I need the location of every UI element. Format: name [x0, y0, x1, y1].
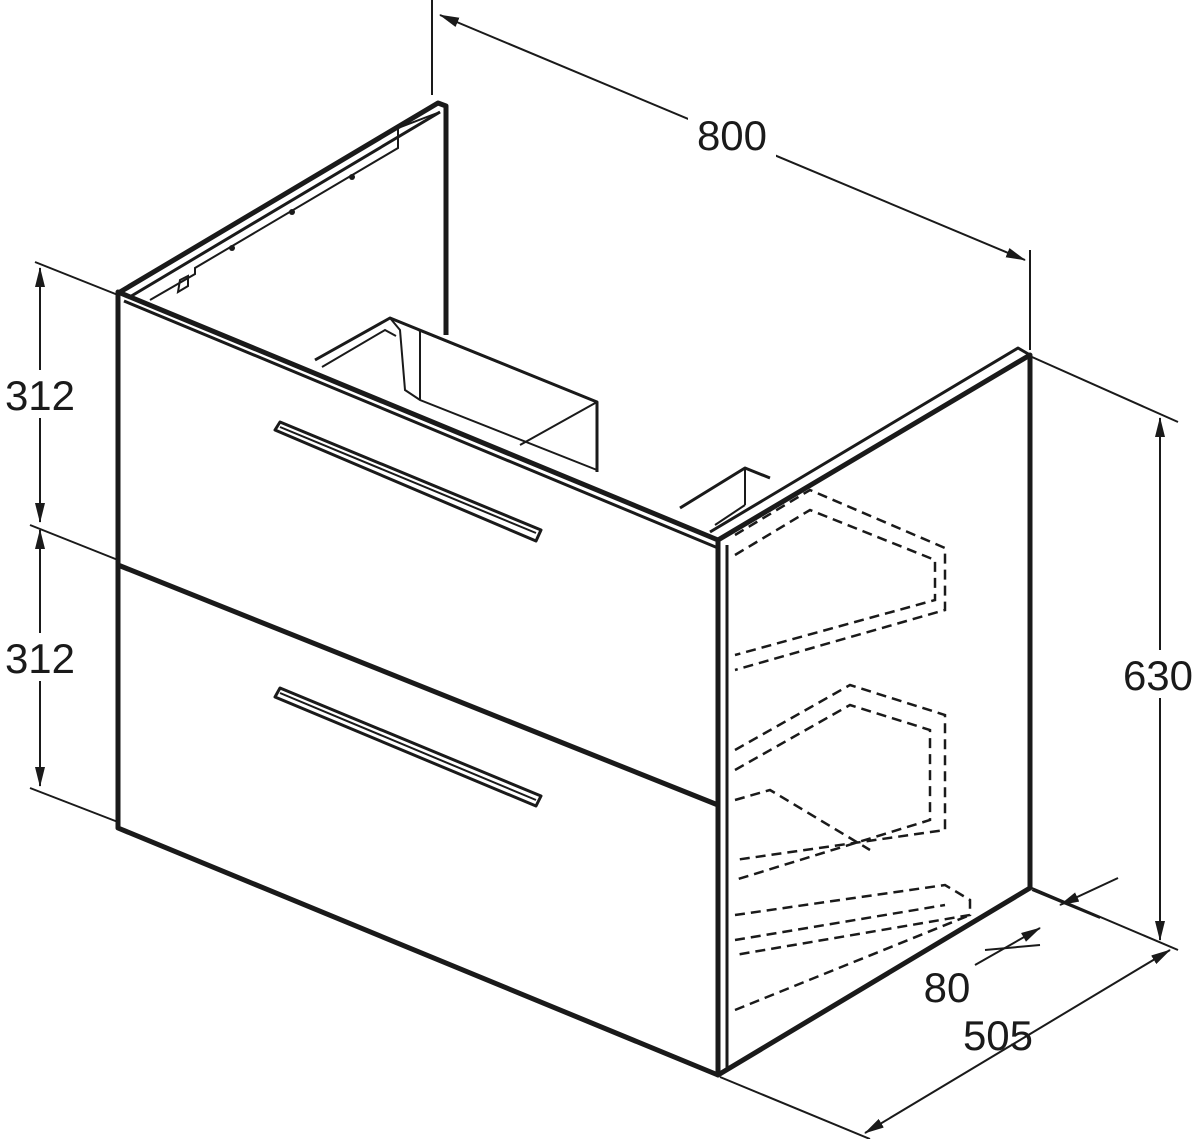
- bottom-drawer-handle: [273, 686, 543, 808]
- dimension-depth: [719, 877, 1171, 1139]
- back-panel: [118, 100, 449, 335]
- width-label: 800: [697, 112, 767, 159]
- top-drawer-handle: [273, 420, 543, 543]
- side-panel: [679, 346, 1033, 1078]
- front-panel: [115, 289, 721, 1078]
- dimension-height: [1031, 356, 1200, 951]
- height-label: 630: [1123, 652, 1193, 699]
- bottom-drawer-height-label: 312: [5, 635, 75, 682]
- siphon-cutout: [314, 316, 599, 472]
- back-offset-label: 80: [924, 964, 971, 1011]
- hidden-drawers: [734, 488, 972, 1012]
- dimension-width: [431, 0, 1031, 350]
- depth-label: 505: [963, 1012, 1033, 1059]
- dimension-drawer-heights: [0, 261, 119, 823]
- top-drawer-height-label: 312: [5, 372, 75, 419]
